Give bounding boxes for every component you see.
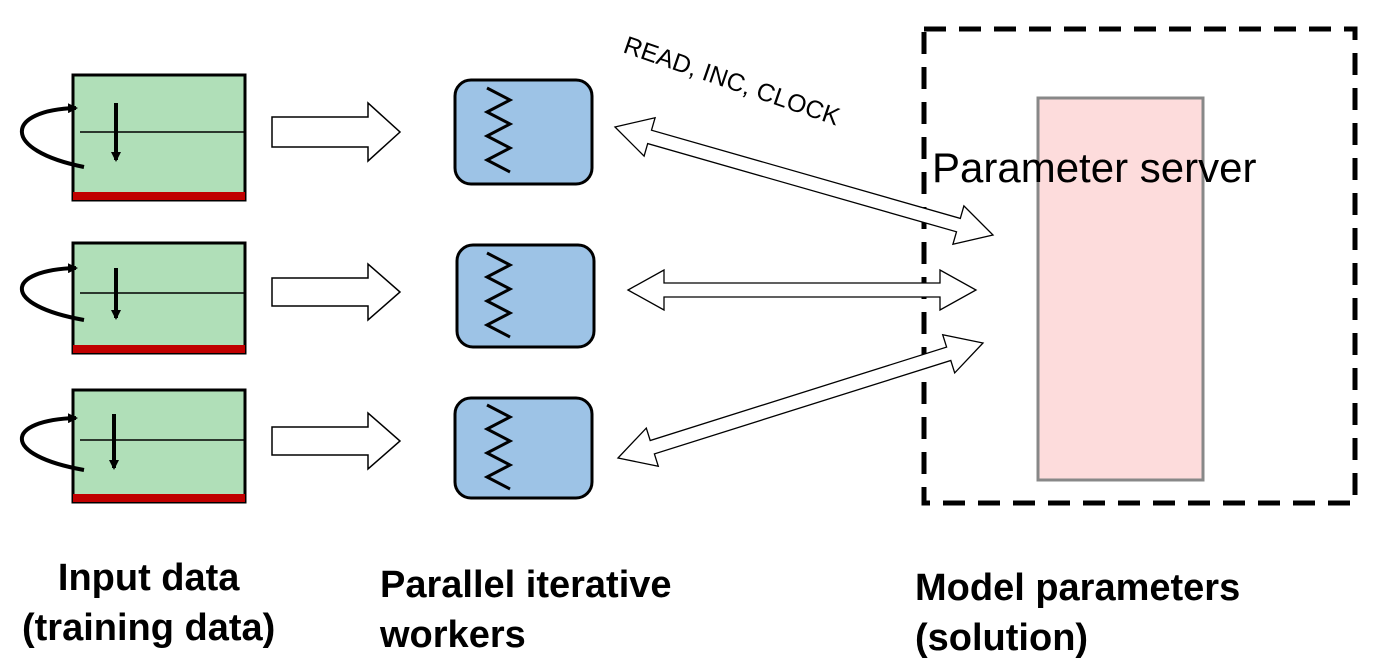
data-to-worker-arrow-2 <box>271 262 402 322</box>
input-data-block-1 <box>20 73 247 202</box>
caption-workers: Parallel iterative workers <box>380 560 672 660</box>
model-parameters-boundary <box>921 26 1358 506</box>
caption-input-data: Input data (training data) <box>22 553 275 653</box>
zigzag-icon <box>483 403 514 491</box>
worker-server-arrow-1 <box>613 116 995 246</box>
loop-arrow-icon <box>20 103 85 169</box>
caption-workers-line-2: workers <box>380 614 526 656</box>
data-to-worker-arrow-1 <box>271 101 402 163</box>
zigzag-icon <box>483 86 514 174</box>
data-to-worker-arrow-3 <box>271 411 402 471</box>
protocol-label: READ, INC, CLOCK <box>620 31 844 131</box>
loop-arrow-icon <box>19 413 85 472</box>
caption-input-line-1: Input data <box>57 557 240 599</box>
caption-model-line-2: (solution) <box>915 617 1089 659</box>
server-label: Parameter server <box>932 144 1256 191</box>
worker-server-arrow-2 <box>626 268 978 312</box>
caption-input-line-2: (training data) <box>22 607 276 649</box>
input-data-block-2 <box>19 241 247 355</box>
parameter-server-block <box>1036 96 1205 482</box>
zigzag-icon <box>483 251 514 339</box>
worker-3 <box>453 396 594 500</box>
worker-server-arrow-3 <box>616 333 985 468</box>
loop-arrow-icon <box>19 263 85 322</box>
caption-workers-line-1: Parallel iterative <box>380 564 672 606</box>
caption-model-parameters: Model parameters (solution) <box>915 563 1240 663</box>
worker-2 <box>455 243 596 349</box>
input-data-block-3 <box>19 388 247 504</box>
worker-1 <box>453 78 594 186</box>
caption-model-line-1: Model parameters <box>915 567 1241 609</box>
